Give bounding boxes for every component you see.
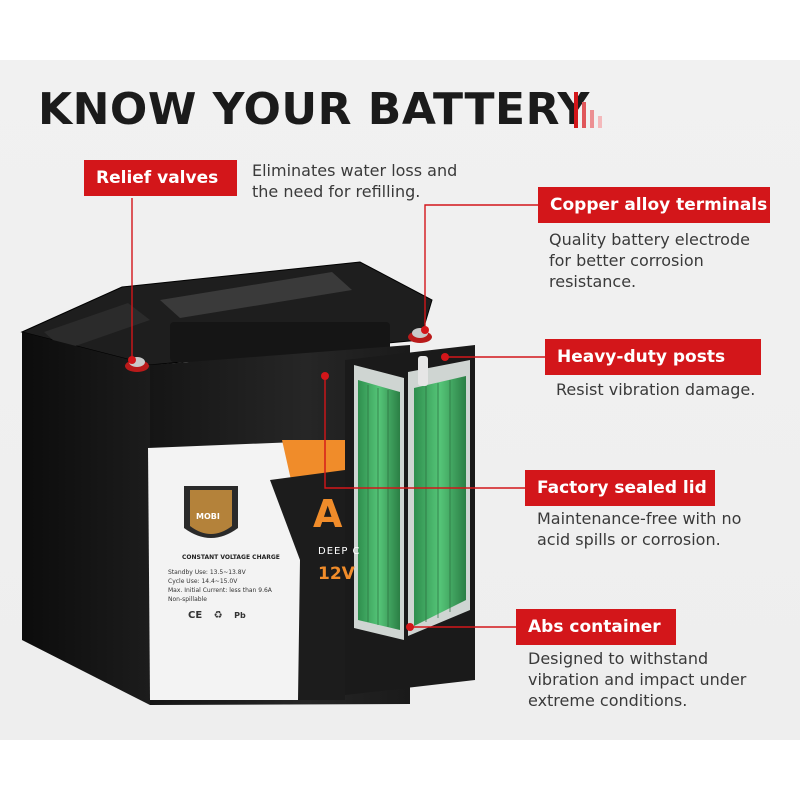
callout-tag-factory-sealed-lid: Factory sealed lid <box>525 470 715 506</box>
callout-desc-relief-valves: Eliminates water loss and the need for r… <box>252 161 458 201</box>
callout-desc-heavy-duty-posts: Resist vibration damage. <box>556 380 756 399</box>
callout-desc-copper-terminals: Quality battery electrode for better cor… <box>549 230 750 291</box>
callout-desc-factory-sealed-lid: Maintenance-free with no acid spills or … <box>537 509 742 549</box>
battery-spec-heading: CONSTANT VOLTAGE CHARGE <box>182 554 280 561</box>
battery-brand: MOBI <box>196 512 220 521</box>
signal-bars-icon <box>574 88 614 128</box>
callout-tag-abs-container: Abs container <box>516 609 676 645</box>
battery-voltage: 12V <box>318 564 355 584</box>
brand-shield-icon <box>184 486 238 538</box>
ce-mark-icon: CE <box>188 610 203 621</box>
lid-label-strip <box>160 272 352 318</box>
battery-spec-line: Standby Use: 13.5~13.8V <box>168 569 246 576</box>
battery-spec-list: Standby Use: 13.5~13.8V Cycle Use: 14.4~… <box>168 568 288 604</box>
battery-spec-line: Max. Initial Current: less than 9.6A <box>168 587 272 594</box>
pb-mark-icon: Pb <box>234 611 246 620</box>
leader-dots <box>128 326 449 631</box>
battery-big-letter: A <box>313 492 343 536</box>
callout-tag-relief-valves: Relief valves <box>84 160 237 196</box>
leader-lines <box>131 198 545 628</box>
battery-spec-line: Cycle Use: 14.4~15.0V <box>168 578 238 585</box>
battery-spec-line: Non-spillable <box>168 596 207 603</box>
cell-plates <box>354 356 470 640</box>
recycle-icon: ♻ <box>213 610 223 621</box>
page-title: KNOW YOUR BATTERY <box>38 84 590 135</box>
callout-tag-copper-terminals: Copper alloy terminals <box>538 187 770 223</box>
callout-tag-heavy-duty-posts: Heavy-duty posts <box>545 339 761 375</box>
battery-deep-cycle: DEEP C <box>318 546 361 557</box>
certification-marks: CE ♻ Pb <box>188 610 246 621</box>
battery-side <box>22 332 150 705</box>
callout-desc-abs-container: Designed to withstand vibration and impa… <box>528 649 747 710</box>
